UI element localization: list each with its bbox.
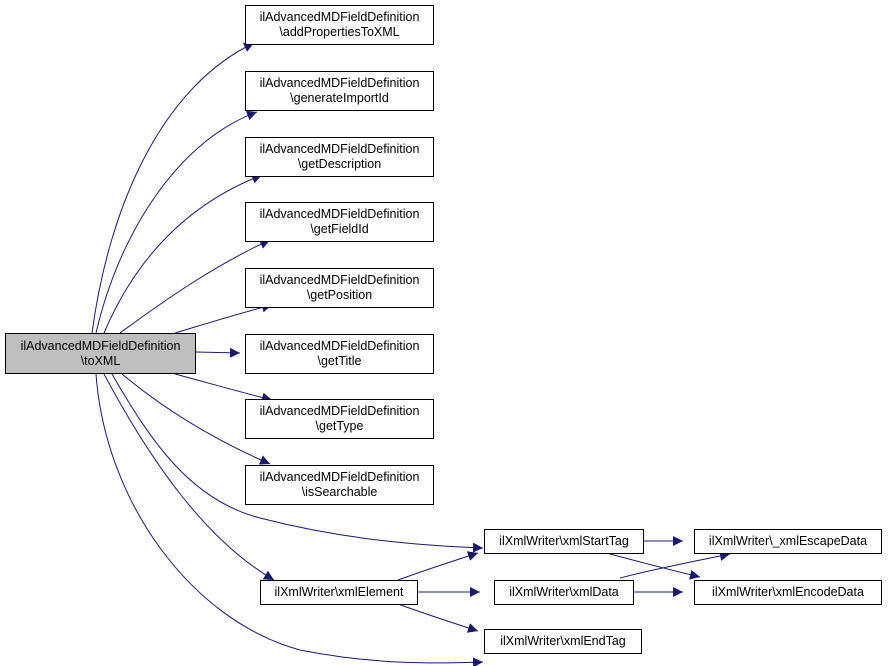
edge-toxml-xmlendtag bbox=[95, 373, 484, 666]
node-xmlescapedata[interactable]: ilXmlWriter\_xmlEscapeData bbox=[694, 529, 882, 554]
edge-toxml-xmlstarttag bbox=[111, 373, 484, 553]
edge-toxml-getposition bbox=[174, 302, 273, 334]
edge-xmlelement-xmlendtag bbox=[397, 603, 479, 633]
node-getfieldid-method: \getFieldId bbox=[310, 222, 369, 236]
node-toxml-method: \toXML bbox=[80, 353, 121, 368]
node-generateimportid-method: \generateImportId bbox=[290, 91, 389, 105]
node-xmldata-label: ilXmlWriter\xmlData bbox=[509, 585, 619, 599]
node-getposition-class: ilAdvancedMDFieldDefinition bbox=[259, 273, 420, 287]
node-getfieldid[interactable]: ilAdvancedMDFieldDefinition \getFieldId bbox=[245, 202, 434, 242]
node-xmlencodedata-label: ilXmlWriter\xmlEncodeData bbox=[712, 585, 864, 599]
node-xmlescapedata-label: ilXmlWriter\_xmlEscapeData bbox=[708, 534, 868, 548]
edge-xmlelement-xmlstarttag bbox=[397, 551, 479, 581]
node-toxml-class: ilAdvancedMDFieldDefinition bbox=[20, 338, 181, 353]
node-addpropertiestoxml-class: ilAdvancedMDFieldDefinition bbox=[259, 10, 420, 24]
node-xmlelement-label: ilXmlWriter\xmlElement bbox=[274, 585, 404, 599]
edge-toxml-addpropertiestoxml bbox=[91, 42, 255, 334]
node-xmlelement[interactable]: ilXmlWriter\xmlElement bbox=[260, 580, 418, 605]
edge-toxml-getdescription bbox=[103, 173, 263, 334]
edge-toxml-generateimportid bbox=[95, 110, 258, 334]
node-addpropertiestoxml-method: \addPropertiesToXML bbox=[279, 25, 400, 39]
node-issearchable-method: \isSearchable bbox=[301, 485, 378, 499]
node-xmlencodedata[interactable]: ilXmlWriter\xmlEncodeData bbox=[694, 580, 882, 605]
node-gettype[interactable]: ilAdvancedMDFieldDefinition \getType bbox=[245, 399, 434, 439]
edge-toxml-issearchable bbox=[121, 373, 271, 465]
node-generateimportid[interactable]: ilAdvancedMDFieldDefinition \generateImp… bbox=[245, 71, 434, 111]
node-issearchable-class: ilAdvancedMDFieldDefinition bbox=[259, 470, 420, 484]
node-getdescription-class: ilAdvancedMDFieldDefinition bbox=[259, 142, 420, 156]
node-addpropertiestoxml[interactable]: ilAdvancedMDFieldDefinition \addProperti… bbox=[245, 5, 434, 45]
node-getposition-method: \getPosition bbox=[306, 288, 373, 302]
node-gettype-class: ilAdvancedMDFieldDefinition bbox=[259, 404, 420, 418]
node-getdescription-method: \getDescription bbox=[297, 157, 382, 171]
edge-xmlstarttag-encodedata bbox=[609, 553, 701, 580]
node-xmlstarttag[interactable]: ilXmlWriter\xmlStartTag bbox=[484, 529, 644, 554]
node-toxml[interactable]: ilAdvancedMDFieldDefinition \toXML bbox=[5, 333, 196, 374]
node-generateimportid-class: ilAdvancedMDFieldDefinition bbox=[259, 76, 420, 90]
edge-toxml-gettype bbox=[174, 373, 273, 403]
node-xmlendtag[interactable]: ilXmlWriter\xmlEndTag bbox=[484, 629, 642, 654]
node-gettitle-method: \getTitle bbox=[317, 354, 362, 368]
edge-toxml-gettitle bbox=[195, 347, 241, 358]
node-xmlstarttag-label: ilXmlWriter\xmlStartTag bbox=[499, 534, 629, 548]
node-getdescription[interactable]: ilAdvancedMDFieldDefinition \getDescript… bbox=[245, 137, 434, 177]
node-issearchable[interactable]: ilAdvancedMDFieldDefinition \isSearchabl… bbox=[245, 465, 434, 505]
node-getposition[interactable]: ilAdvancedMDFieldDefinition \getPosition bbox=[245, 268, 434, 308]
edge-toxml-getfieldid bbox=[119, 239, 271, 334]
node-xmldata[interactable]: ilXmlWriter\xmlData bbox=[494, 580, 634, 605]
node-xmlendtag-label: ilXmlWriter\xmlEndTag bbox=[500, 634, 626, 648]
edge-toxml-xmlelement bbox=[103, 373, 275, 581]
edge-xmldata-escapedata bbox=[619, 551, 731, 579]
node-gettype-method: \getType bbox=[315, 419, 364, 433]
node-gettitle[interactable]: ilAdvancedMDFieldDefinition \getTitle bbox=[245, 334, 434, 374]
node-gettitle-class: ilAdvancedMDFieldDefinition bbox=[259, 339, 420, 353]
node-getfieldid-class: ilAdvancedMDFieldDefinition bbox=[259, 207, 420, 221]
